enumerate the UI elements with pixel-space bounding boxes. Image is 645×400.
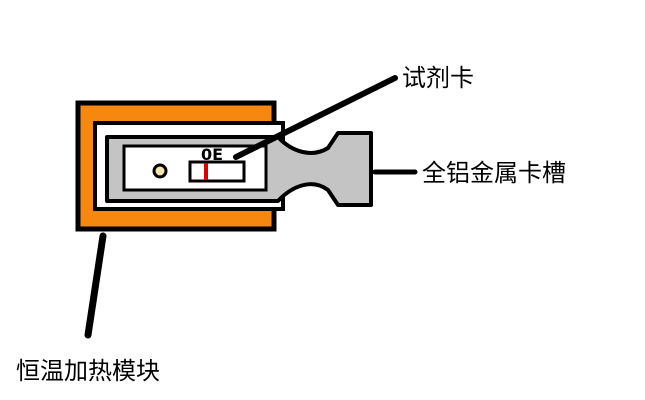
heating-module-label: 恒温加热模块 <box>16 357 160 385</box>
aluminum-slot-label: 全铝金属卡槽 <box>422 159 566 187</box>
reagent-card-label: 试剂卡 <box>402 64 474 92</box>
reagent-card-window <box>188 160 246 183</box>
sample-dot <box>152 163 168 179</box>
reagent-card-leader <box>233 75 398 160</box>
card-mark: 0E <box>201 145 223 164</box>
heating-module-leader <box>84 232 107 339</box>
